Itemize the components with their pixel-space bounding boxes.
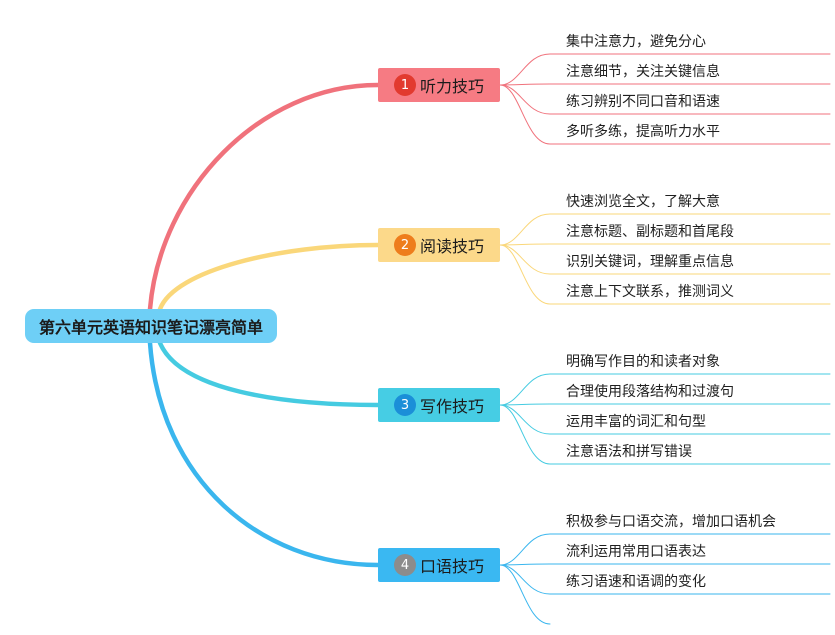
leaf-connector <box>499 213 831 246</box>
number-one-circle-icon: 1 <box>393 74 416 96</box>
branch-topic-label: 阅读技巧 <box>419 237 484 256</box>
leaf-topic[interactable]: 运用丰富的词汇和句型 <box>566 414 706 430</box>
leaf-topic[interactable]: 注意语法和拼写错误 <box>566 444 692 460</box>
leaf-connector <box>499 373 831 406</box>
branch-connector <box>157 340 381 408</box>
leaf-connector <box>499 564 551 625</box>
leaf-connector <box>499 244 831 305</box>
leaf-topic[interactable]: 快速浏览全文，了解大意 <box>566 194 720 210</box>
leaf-connector <box>499 84 831 145</box>
leaf-connector <box>499 404 831 465</box>
leaf-connector <box>499 53 831 86</box>
number-two-circle-icon: 2 <box>393 234 416 256</box>
leaf-topic[interactable]: 注意细节，关注关键信息 <box>566 64 720 80</box>
leaf-connector <box>499 243 831 246</box>
branch-connector <box>147 82 381 312</box>
branch-topic-label: 口语技巧 <box>419 557 484 576</box>
leaf-connector <box>499 533 831 566</box>
leaf-connector <box>499 403 831 406</box>
leaf-topic[interactable]: 合理使用段落结构和过渡句 <box>566 384 734 400</box>
leaf-topic[interactable]: 积极参与口语交流，增加口语机会 <box>566 514 776 530</box>
leaf-topic[interactable]: 集中注意力，避免分心 <box>566 34 706 50</box>
leaf-topic[interactable]: 多听多练，提高听力水平 <box>566 124 720 140</box>
branch-connector <box>147 340 381 568</box>
leaf-connector <box>499 563 831 566</box>
root-topic-label: 第六单元英语知识笔记漂亮简单 <box>38 318 263 337</box>
branch-connector <box>157 242 381 312</box>
number-four-circle-icon: 4 <box>393 554 416 576</box>
leaf-topic[interactable]: 注意标题、副标题和首尾段 <box>566 224 734 240</box>
leaf-topic[interactable]: 识别关键词，理解重点信息 <box>566 254 734 270</box>
leaf-connector <box>499 564 831 595</box>
root-topic[interactable]: 第六单元英语知识笔记漂亮简单 <box>25 309 277 343</box>
leaf-connector <box>499 404 831 435</box>
leaf-topic[interactable]: 练习语速和语调的变化 <box>566 574 706 590</box>
branch-topic-label: 听力技巧 <box>419 77 484 96</box>
leaf-topic[interactable]: 练习辨别不同口音和语速 <box>566 94 720 110</box>
leaf-connector <box>499 83 831 86</box>
number-three-circle-icon: 3 <box>393 394 416 416</box>
branch-topic-label: 写作技巧 <box>419 397 484 416</box>
leaf-topic[interactable]: 流利运用常用口语表达 <box>566 544 706 560</box>
leaf-topic[interactable]: 注意上下文联系，推测词义 <box>566 284 734 300</box>
leaf-topic[interactable]: 明确写作目的和读者对象 <box>566 354 720 370</box>
leaf-connector <box>499 244 831 275</box>
leaf-connector <box>499 84 831 115</box>
